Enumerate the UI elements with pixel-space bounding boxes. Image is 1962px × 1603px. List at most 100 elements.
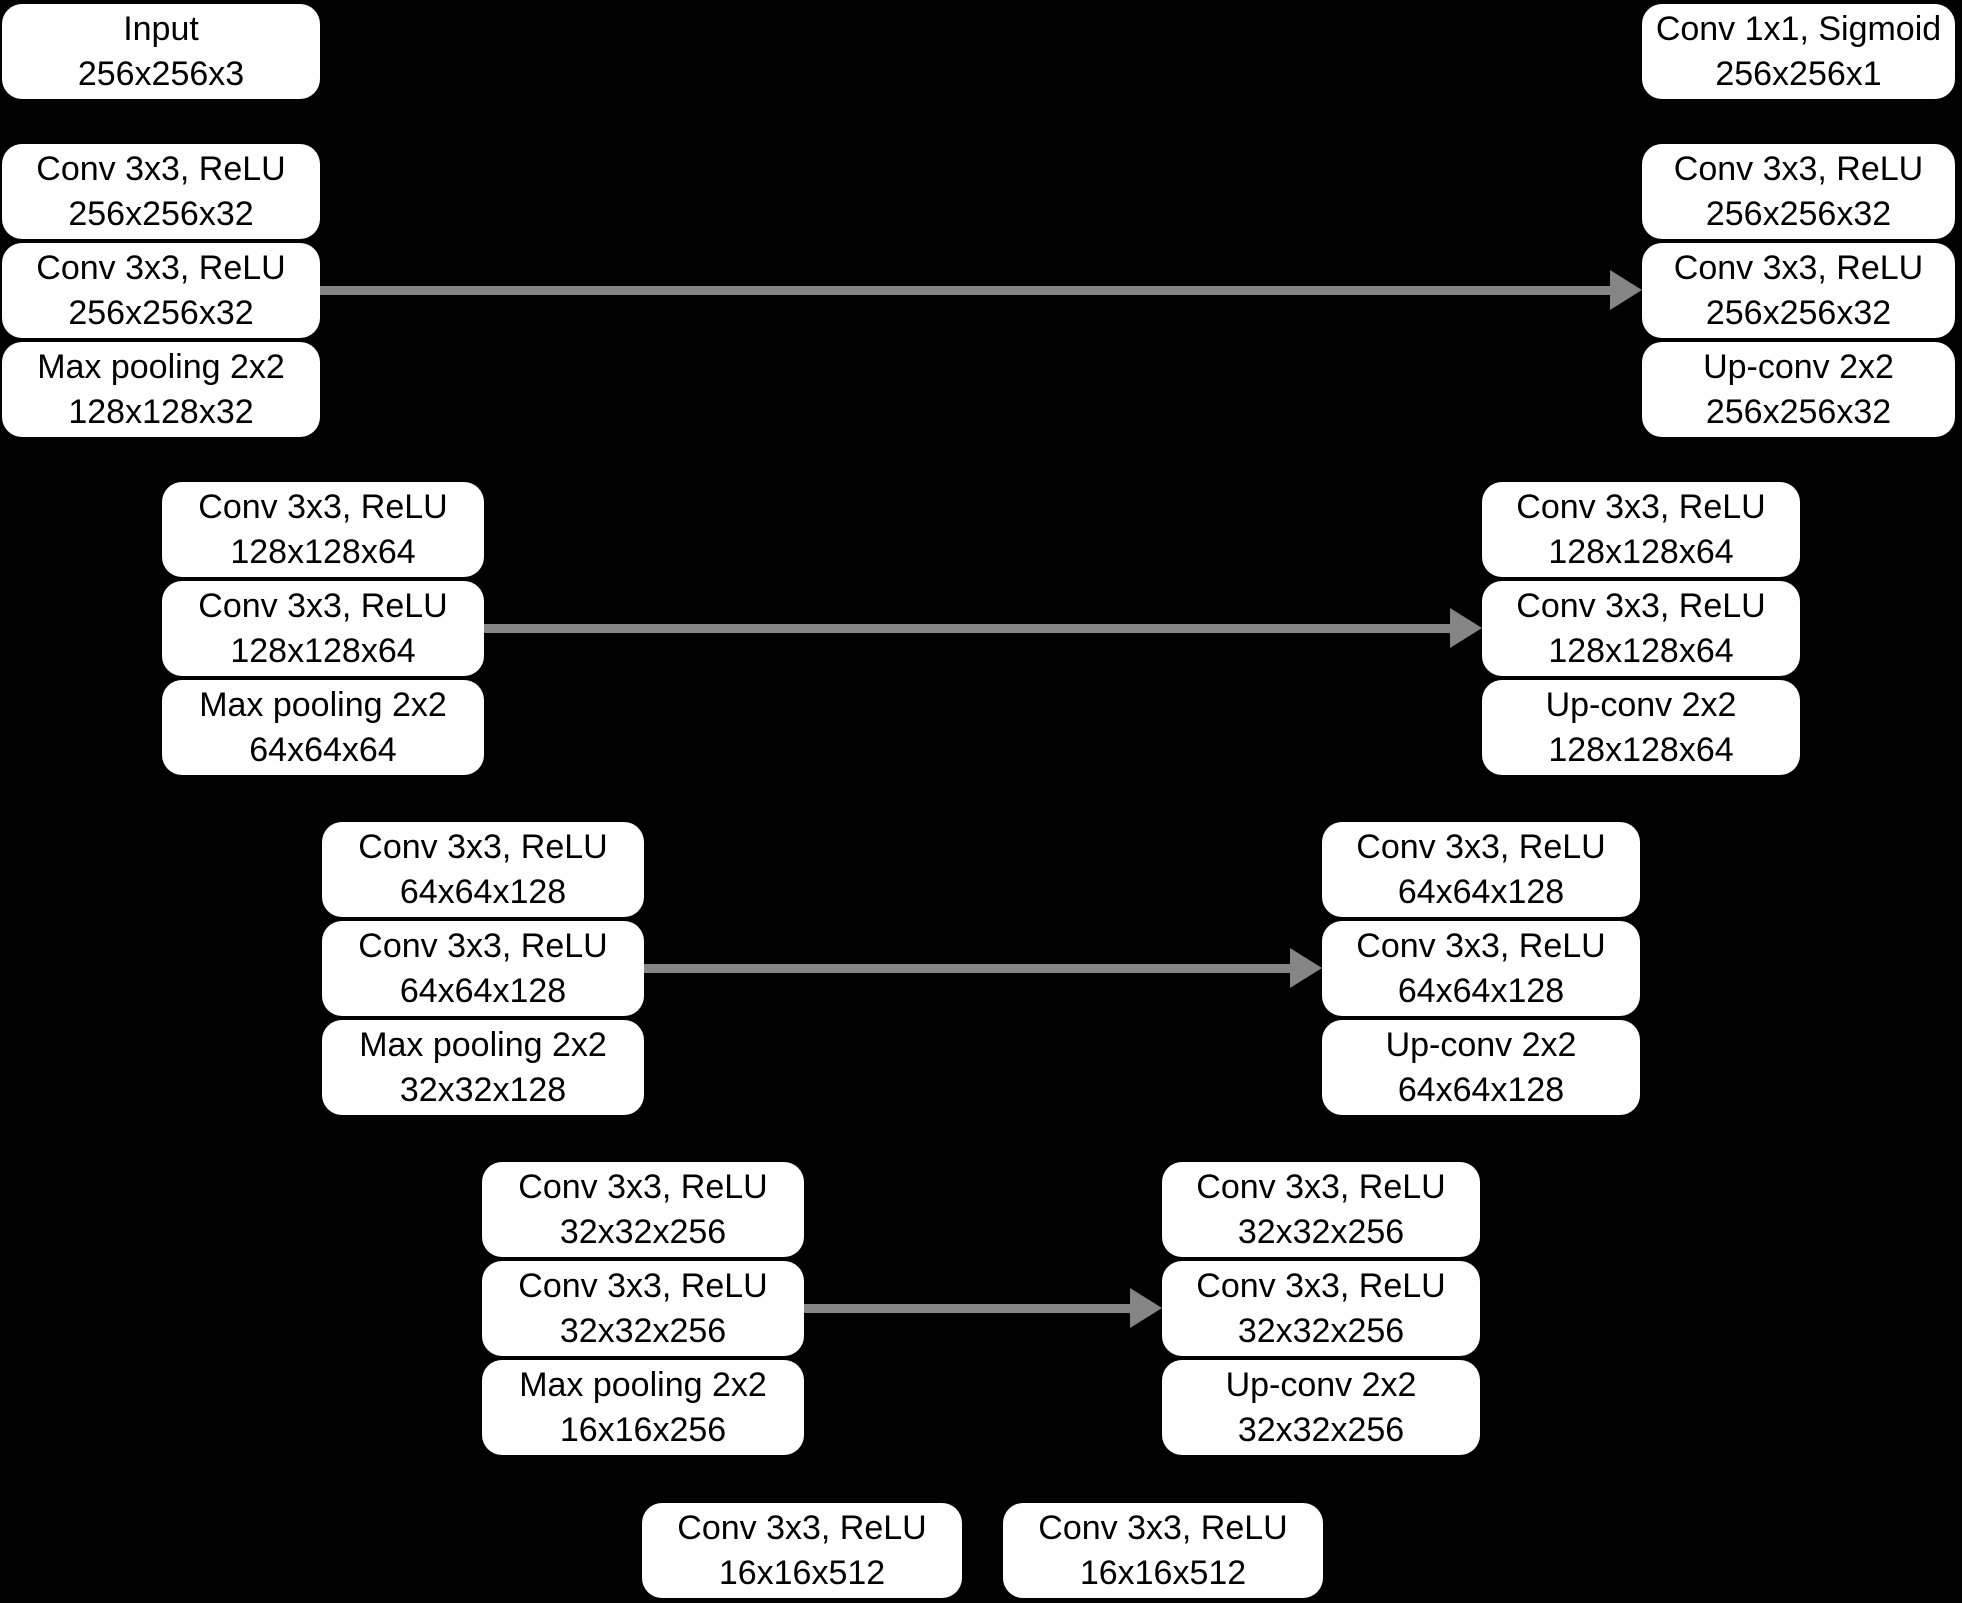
node-dimensions: 256x256x32	[1705, 194, 1892, 233]
node-label: Conv 1x1, Sigmoid	[1655, 9, 1942, 48]
arrow-shaft	[484, 624, 1450, 633]
arrow-head-icon	[1290, 948, 1322, 988]
node-dimensions: 32x32x256	[1237, 1311, 1405, 1350]
node-enc4-maxpool: Max pooling 2x2 16x16x256	[482, 1360, 804, 1455]
node-enc3-conv2: Conv 3x3, ReLU 64x64x128	[322, 921, 644, 1016]
node-dimensions: 256x256x32	[68, 293, 254, 332]
node-label: Conv 3x3, ReLU	[198, 586, 448, 625]
node-dimensions: 256x256x32	[68, 194, 254, 233]
node-enc1-conv1: Conv 3x3, ReLU 256x256x32	[2, 144, 320, 239]
node-dimensions: 256x256x32	[1705, 293, 1892, 332]
node-dec1-conv1: Conv 3x3, ReLU 256x256x32	[1642, 144, 1955, 239]
node-dimensions: 256x256x32	[1705, 392, 1892, 431]
decoder-level-1: Conv 3x3, ReLU 256x256x32 Conv 3x3, ReLU…	[1642, 144, 1955, 437]
node-dimensions: 64x64x128	[399, 872, 567, 911]
node-label: Up-conv 2x2	[1703, 347, 1894, 386]
node-label: Conv 3x3, ReLU	[1196, 1167, 1446, 1206]
node-input: Input 256x256x3	[2, 4, 320, 99]
node-enc2-conv1: Conv 3x3, ReLU 128x128x64	[162, 482, 484, 577]
arrow-head-icon	[1130, 1288, 1162, 1328]
node-label: Input	[123, 9, 199, 48]
node-label: Max pooling 2x2	[359, 1025, 607, 1064]
node-dec3-upconv: Up-conv 2x2 64x64x128	[1322, 1020, 1640, 1115]
node-dimensions: 32x32x256	[1237, 1212, 1405, 1251]
node-output: Conv 1x1, Sigmoid 256x256x1	[1642, 4, 1955, 99]
node-enc2-maxpool: Max pooling 2x2 64x64x64	[162, 680, 484, 775]
encoder-level-3: Conv 3x3, ReLU 64x64x128 Conv 3x3, ReLU …	[322, 822, 644, 1115]
node-dimensions: 16x16x512	[1079, 1553, 1247, 1592]
encoder-level-1: Conv 3x3, ReLU 256x256x32 Conv 3x3, ReLU…	[2, 144, 320, 437]
node-bottleneck-conv2: Conv 3x3, ReLU 16x16x512	[1003, 1503, 1323, 1598]
node-dimensions: 128x128x32	[68, 392, 254, 431]
node-dimensions: 64x64x128	[399, 971, 567, 1010]
node-label: Conv 3x3, ReLU	[518, 1266, 768, 1305]
node-enc3-conv1: Conv 3x3, ReLU 64x64x128	[322, 822, 644, 917]
node-dimensions: 16x16x512	[718, 1553, 886, 1592]
node-dec3-conv1: Conv 3x3, ReLU 64x64x128	[1322, 822, 1640, 917]
node-dimensions: 32x32x128	[399, 1070, 567, 1109]
encoder-level-2: Conv 3x3, ReLU 128x128x64 Conv 3x3, ReLU…	[162, 482, 484, 775]
node-label: Conv 3x3, ReLU	[36, 248, 286, 287]
node-bottleneck-conv1: Conv 3x3, ReLU 16x16x512	[642, 1503, 962, 1598]
node-dimensions: 64x64x64	[249, 730, 397, 769]
decoder-level-3: Conv 3x3, ReLU 64x64x128 Conv 3x3, ReLU …	[1322, 822, 1640, 1115]
node-enc3-maxpool: Max pooling 2x2 32x32x128	[322, 1020, 644, 1115]
arrow-shaft	[644, 964, 1290, 973]
node-label: Conv 3x3, ReLU	[1516, 487, 1766, 526]
node-dimensions: 128x128x64	[1548, 532, 1734, 571]
node-label: Max pooling 2x2	[519, 1365, 767, 1404]
node-dimensions: 32x32x256	[1237, 1410, 1405, 1449]
node-dec2-conv2: Conv 3x3, ReLU 128x128x64	[1482, 581, 1800, 676]
node-label: Conv 3x3, ReLU	[1673, 149, 1924, 188]
node-dec4-conv2: Conv 3x3, ReLU 32x32x256	[1162, 1261, 1480, 1356]
node-dimensions: 128x128x64	[230, 631, 416, 670]
node-dimensions: 64x64x128	[1397, 1070, 1565, 1109]
node-dimensions: 16x16x256	[559, 1410, 727, 1449]
node-dec3-conv2: Conv 3x3, ReLU 64x64x128	[1322, 921, 1640, 1016]
arrow-shaft	[320, 286, 1610, 295]
node-label: Conv 3x3, ReLU	[358, 926, 608, 965]
encoder-level-4: Conv 3x3, ReLU 32x32x256 Conv 3x3, ReLU …	[482, 1162, 804, 1455]
node-dimensions: 32x32x256	[559, 1212, 727, 1251]
arrow-shaft	[804, 1304, 1130, 1313]
node-label: Conv 3x3, ReLU	[36, 149, 286, 188]
node-label: Conv 3x3, ReLU	[1673, 248, 1924, 287]
node-enc1-conv2: Conv 3x3, ReLU 256x256x32	[2, 243, 320, 338]
node-dec2-upconv: Up-conv 2x2 128x128x64	[1482, 680, 1800, 775]
node-dimensions: 128x128x64	[1548, 631, 1734, 670]
node-dec2-conv1: Conv 3x3, ReLU 128x128x64	[1482, 482, 1800, 577]
node-dec1-upconv: Up-conv 2x2 256x256x32	[1642, 342, 1955, 437]
node-dimensions: 256x256x1	[1715, 54, 1882, 93]
node-label: Conv 3x3, ReLU	[518, 1167, 768, 1206]
node-dec4-upconv: Up-conv 2x2 32x32x256	[1162, 1360, 1480, 1455]
node-dec4-conv1: Conv 3x3, ReLU 32x32x256	[1162, 1162, 1480, 1257]
node-enc2-conv2: Conv 3x3, ReLU 128x128x64	[162, 581, 484, 676]
node-dec1-conv2: Conv 3x3, ReLU 256x256x32	[1642, 243, 1955, 338]
node-label: Conv 3x3, ReLU	[677, 1508, 927, 1547]
node-dimensions: 64x64x128	[1397, 872, 1565, 911]
decoder-level-4: Conv 3x3, ReLU 32x32x256 Conv 3x3, ReLU …	[1162, 1162, 1480, 1455]
node-label: Up-conv 2x2	[1225, 1365, 1417, 1404]
decoder-level-2: Conv 3x3, ReLU 128x128x64 Conv 3x3, ReLU…	[1482, 482, 1800, 775]
node-enc4-conv1: Conv 3x3, ReLU 32x32x256	[482, 1162, 804, 1257]
node-label: Conv 3x3, ReLU	[1196, 1266, 1446, 1305]
arrow-head-icon	[1450, 608, 1482, 648]
node-label: Max pooling 2x2	[37, 347, 285, 386]
node-label: Conv 3x3, ReLU	[198, 487, 448, 526]
node-dimensions: 256x256x3	[77, 54, 245, 93]
node-label: Conv 3x3, ReLU	[1356, 926, 1606, 965]
node-label: Up-conv 2x2	[1385, 1025, 1577, 1064]
node-label: Conv 3x3, ReLU	[1356, 827, 1606, 866]
arrow-head-icon	[1610, 270, 1642, 310]
node-enc4-conv2: Conv 3x3, ReLU 32x32x256	[482, 1261, 804, 1356]
node-label: Conv 3x3, ReLU	[358, 827, 608, 866]
node-dimensions: 128x128x64	[230, 532, 416, 571]
node-dimensions: 64x64x128	[1397, 971, 1565, 1010]
node-dimensions: 32x32x256	[559, 1311, 727, 1350]
node-label: Max pooling 2x2	[199, 685, 447, 724]
node-label: Up-conv 2x2	[1545, 685, 1737, 724]
node-dimensions: 128x128x64	[1548, 730, 1734, 769]
node-enc1-maxpool: Max pooling 2x2 128x128x32	[2, 342, 320, 437]
node-label: Conv 3x3, ReLU	[1516, 586, 1766, 625]
